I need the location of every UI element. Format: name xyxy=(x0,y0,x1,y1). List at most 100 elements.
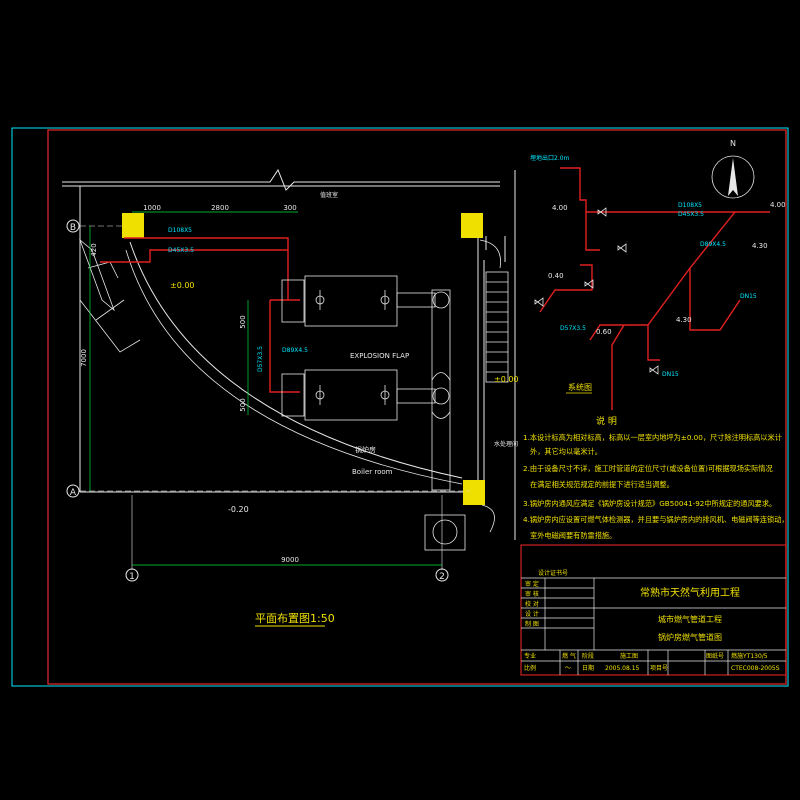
dimension-lines xyxy=(89,211,442,566)
grid-label-2: 2 xyxy=(439,572,445,582)
sys-dn15a: DN15 xyxy=(740,293,757,300)
dim-2800: 2800 xyxy=(211,204,229,212)
boiler-room-en: Boiler room xyxy=(352,468,393,476)
tb-major-label: 专业 xyxy=(524,652,536,660)
north-circle xyxy=(711,155,755,199)
tb-stage-label: 阶段 xyxy=(582,652,594,660)
left-door-2 xyxy=(87,261,125,321)
system-diagram: N 埋地出口2.0m 4.00 4.00 4.30 4.30 0.40 0.60… xyxy=(530,139,786,410)
dim-300: 300 xyxy=(283,204,296,212)
system-gas-pipe xyxy=(539,167,770,410)
top-room: 值班室 xyxy=(320,191,338,199)
inner-frame xyxy=(47,129,787,685)
dim-7000: 7000 xyxy=(80,349,88,367)
door-arc-2 xyxy=(481,504,495,533)
notes-line-7: 室外电磁阀要有防雷措施。 xyxy=(530,531,616,540)
notes-line-4: 在满足相关规范规定的前提下进行适当调整。 xyxy=(530,480,674,489)
tb-subtitle-2: 锅炉房燃气管道图 xyxy=(658,632,722,642)
column-b1 xyxy=(122,213,144,238)
level-020: -0.20 xyxy=(228,505,249,514)
boiler-room-cn: 锅炉房 xyxy=(355,445,376,454)
plan-title: 平面布置图1:50 xyxy=(255,612,335,625)
tb-row-3: 校 对 xyxy=(525,600,539,608)
grid-label-1: 1 xyxy=(129,572,135,582)
tb-projno: CTEC008-2005S xyxy=(731,665,780,672)
sys-caption: 系统图 xyxy=(568,382,592,392)
sys-pipe-d45: D45X3.5 xyxy=(678,211,704,218)
sys-pipe-d108: D108X5 xyxy=(678,202,702,209)
tb-subtitle-1: 城市燃气管道工程 xyxy=(658,614,722,624)
stair xyxy=(485,271,509,383)
plan-pipe-d45: D45X3.5 xyxy=(168,247,194,254)
north-arrow xyxy=(728,158,738,196)
tb-row-2: 审 核 xyxy=(525,590,539,598)
grid-bubble-a xyxy=(66,484,80,498)
tb-major: 燃 气 xyxy=(562,652,576,660)
tb-row-4: 设 计 xyxy=(525,610,539,618)
sys-pipe-d89: D89X4.5 xyxy=(700,241,726,248)
sys-level-430a: 4.30 xyxy=(752,242,768,250)
side-room: 水处理间 xyxy=(494,440,518,448)
flue-duct xyxy=(396,289,466,551)
system-valves xyxy=(534,207,659,375)
tb-date-label: 日期 xyxy=(582,664,594,672)
grid-label-b: B xyxy=(70,223,76,233)
plan-pipe-d108: D108X5 xyxy=(168,227,192,234)
tb-row-1: 审 定 xyxy=(525,580,539,588)
dim-420: 420 xyxy=(90,243,98,256)
plan-gas-pipe xyxy=(100,237,300,393)
curved-wall-inner xyxy=(125,249,463,485)
floor-plan: B A 1 2 1000 2800 300 7000 9000 500 500 … xyxy=(62,168,519,627)
grid-label-a: A xyxy=(70,488,77,498)
plan-right-wall xyxy=(477,230,506,492)
explosion-flap: EXPLOSION FLAP xyxy=(350,352,409,360)
grid-bubble-b xyxy=(66,219,80,233)
dim-1000: 1000 xyxy=(143,204,161,212)
north-label: N xyxy=(730,139,736,148)
sys-level-400a: 4.00 xyxy=(552,204,568,212)
boiler-2 xyxy=(281,369,398,421)
tb-design-cert: 设计证书号 xyxy=(538,569,568,577)
plan-top-wall xyxy=(62,168,500,191)
plan-pipe-d57: D57X3.5 xyxy=(257,346,264,372)
column-a2 xyxy=(463,480,485,505)
tb-date: 2005.08.15 xyxy=(605,665,640,672)
notes-line-3: 2.由于设备尺寸不详，施工时管道的定位尺寸(或设备位置)可根据现场实际情况 xyxy=(523,464,773,473)
boiler-1 xyxy=(281,275,398,327)
title-block: 设计证书号 常熟市天然气利用工程 审 定 审 核 校 对 设 计 制 图 城市燃… xyxy=(520,544,787,676)
sys-pipe-d57: D57X3.5 xyxy=(560,325,586,332)
tb-projno-label: 项目号 xyxy=(650,665,668,672)
notes-line-2: 外，其它均以毫米计。 xyxy=(530,447,602,456)
door-arc xyxy=(479,239,501,269)
tb-row-5: 制 图 xyxy=(525,620,539,628)
grid-bubble-2 xyxy=(435,568,449,582)
notes-heading: 说 明 xyxy=(596,415,617,427)
dim-9000: 9000 xyxy=(281,556,299,564)
level-000-stair: ±0.00 xyxy=(494,375,519,384)
left-door xyxy=(79,238,141,353)
tb-project: 常熟市天然气利用工程 xyxy=(640,586,740,599)
sys-level-060: 0.60 xyxy=(596,328,612,336)
tb-drawno: 燃施YT130/5 xyxy=(731,652,768,660)
grid-bubble-1 xyxy=(125,568,139,582)
notes-line-1: 1.本设计标高为相对标高，标高以一层室内地坪为±0.00，尺寸除注明标高以米计 xyxy=(523,433,782,442)
tb-stage: 施工图 xyxy=(620,652,638,660)
tb-scale-label: 比例 xyxy=(524,664,536,672)
level-000: ±0.00 xyxy=(170,281,195,290)
notes-line-6: 4.锅炉房内应设置可燃气体检测器，并且要与锅炉房内的排风机、电磁阀等连锁动， xyxy=(523,515,789,524)
sys-level-430b: 4.30 xyxy=(676,316,692,324)
curved-wall xyxy=(129,241,463,479)
column-b2 xyxy=(461,213,483,238)
outer-frame xyxy=(11,127,789,687)
plan-pipe-d89: D89X4.5 xyxy=(282,347,308,354)
sys-dn15b: DN15 xyxy=(662,371,679,378)
sys-pipe-top-label: 埋地出口2.0m xyxy=(530,154,570,162)
sys-level-400b: 4.00 xyxy=(770,201,786,209)
dim-500b: 500 xyxy=(239,398,247,411)
tb-scale: ～ xyxy=(565,665,571,672)
notes-line-5: 3.锅炉房内通风应满足《锅炉房设计规范》GB50041-92中所规定的通风要求。 xyxy=(523,499,776,508)
tb-drawno-label: 图纸号 xyxy=(706,652,724,660)
dim-500a: 500 xyxy=(239,315,247,328)
sys-level-040: 0.40 xyxy=(548,272,564,280)
